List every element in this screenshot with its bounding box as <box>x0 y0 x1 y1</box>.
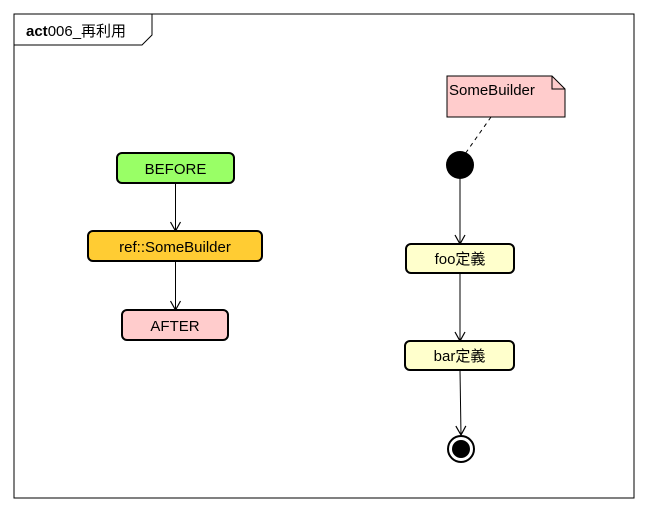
action-bar-label: bar定義 <box>434 348 486 365</box>
frame-title-name: 006_再利用 <box>48 23 126 40</box>
frame-title-keyword: act <box>26 23 48 40</box>
activity-final-node[interactable] <box>447 435 475 463</box>
frame-title-tab <box>14 14 153 46</box>
action-before-label: BEFORE <box>145 161 207 178</box>
action-foo-label: foo定義 <box>435 251 486 268</box>
action-bar[interactable] <box>404 340 515 371</box>
flow-bar-to-final <box>455 369 467 437</box>
action-after-label: AFTER <box>150 318 199 335</box>
note-somebuilder[interactable] <box>446 75 566 118</box>
call-behavior-ref-somebuilder-label: ref::SomeBuilder <box>119 239 231 256</box>
action-after[interactable] <box>121 309 229 341</box>
note-somebuilder-label: SomeBuilder <box>449 82 535 99</box>
initial-node[interactable] <box>446 151 474 179</box>
frame-title: act006_再利用 <box>26 23 126 40</box>
note-folded-corner <box>551 76 565 90</box>
